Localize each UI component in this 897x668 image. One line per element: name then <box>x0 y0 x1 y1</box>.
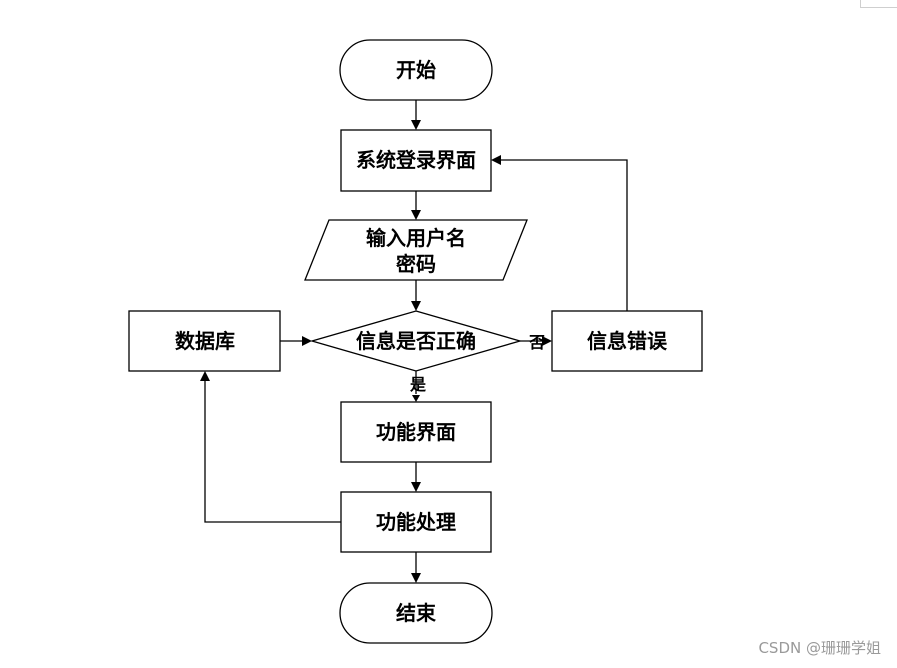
function-screen-box <box>340 401 492 463</box>
function-screen-label: 功能界面 <box>376 420 456 444</box>
input-label-line1: 输入用户名 <box>366 226 466 250</box>
arrowhead-decision-left <box>302 336 312 346</box>
login-screen-label: 系统登录界面 <box>356 148 476 172</box>
arrowhead-function-screen <box>412 395 420 402</box>
arrowhead-login-right <box>491 155 501 165</box>
watermark-text: CSDN @珊珊学姐 <box>758 639 881 657</box>
arrowhead-input <box>411 210 421 220</box>
edge-process-to-database <box>204 380 341 523</box>
arrowhead-error <box>542 336 552 346</box>
login-screen-box <box>340 129 492 192</box>
corner-border-mark <box>860 0 897 8</box>
arrowhead-decision <box>411 301 421 311</box>
edge-label-yes: 是 <box>409 375 426 394</box>
arrowhead-login <box>411 120 421 130</box>
database-box <box>128 310 281 372</box>
input-parallelogram <box>304 219 528 281</box>
edge-error-to-login <box>500 159 628 311</box>
arrowhead-end <box>411 573 421 583</box>
edge-label-no: 否 <box>528 333 545 352</box>
arrowhead-function-process <box>411 482 421 492</box>
start-label: 开始 <box>396 58 436 82</box>
info-error-label: 信息错误 <box>587 329 668 353</box>
database-label: 数据库 <box>175 329 235 353</box>
function-process-label: 功能处理 <box>376 510 456 534</box>
input-label-line2: 密码 <box>396 252 436 276</box>
arrowhead-database <box>200 371 210 381</box>
end-label: 结束 <box>396 601 437 625</box>
decision-label: 信息是否正确 <box>356 329 476 353</box>
